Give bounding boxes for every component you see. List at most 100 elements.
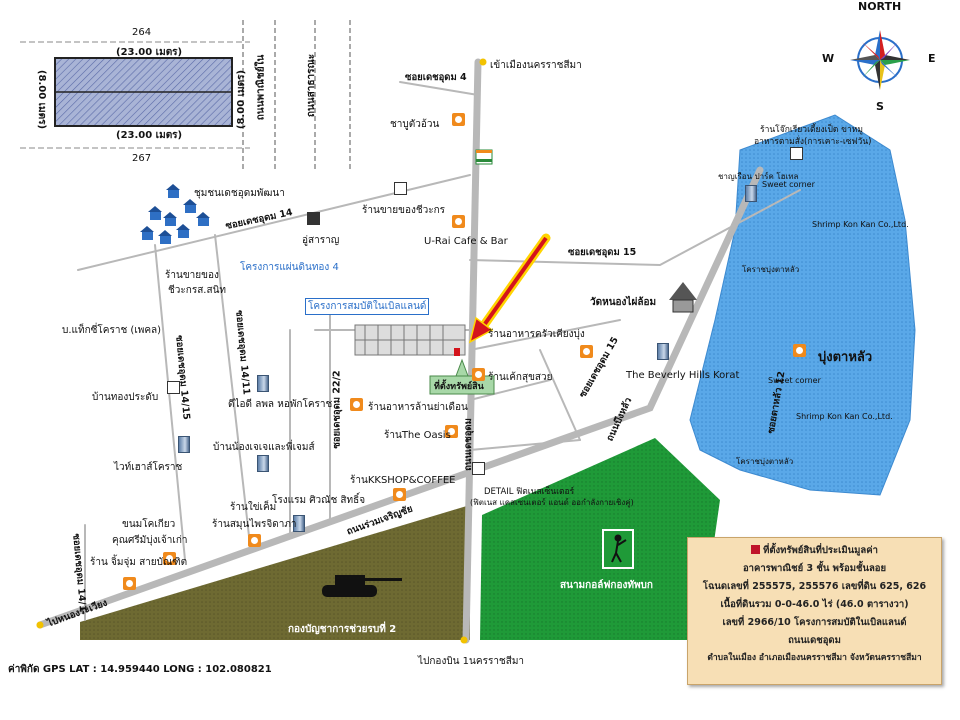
plot-lot-bottom: 267 [132, 153, 152, 164]
house-icon [183, 199, 197, 213]
building-icon [293, 515, 305, 532]
temple-icon [669, 282, 697, 313]
compass-north: NORTH [858, 0, 902, 13]
place-khanom2: คุณศรีมับุ่งเจ้าเก่า [112, 535, 188, 546]
place-bung-talua: บุ่งตาหลัว [818, 350, 873, 365]
place-chabu: ชาบูตัวอ้วน [390, 119, 440, 130]
place-sweet3: Sweet corner [768, 376, 821, 385]
place-kor-sak: บ.แท็กซี่โคราช (เพคล) [62, 325, 162, 336]
compass-west: W [822, 52, 835, 65]
garage-icon [307, 212, 320, 225]
plot-lot-top: 264 [132, 27, 152, 38]
restaurant-icon [123, 577, 136, 590]
shop-icon [394, 182, 407, 195]
restaurant-icon [350, 398, 363, 411]
subject-marker [454, 348, 460, 356]
restaurant-icon [163, 552, 176, 565]
info-line4: เนื้อที่ดินรวม 0-0-46.0 ไร่ (46.0 ตารางว… [720, 599, 909, 610]
plot-depth-right: (8.00 เมตร) [236, 69, 248, 130]
plot-width-bottom: (23.00 เมตร) [116, 130, 183, 141]
building-icon [745, 185, 757, 202]
info-line1: ที่ตั้งทรัพย์สินที่ประเมินมูลค่า [763, 545, 878, 556]
shop-icon [790, 147, 803, 160]
gps-coordinates: ค่าพิกัด GPS LAT : 14.959440 LONG : 102.… [8, 664, 272, 675]
place-sweet2: Sweet corner [762, 180, 815, 189]
place-white-house: ไวท์เฮาส์โคราช [114, 462, 183, 473]
compass-south: S [876, 100, 884, 113]
plot-diagram [20, 20, 351, 170]
house-icon [140, 226, 154, 240]
plot-road-right1: ถนนพาณิชย์ใน [255, 54, 267, 121]
place-fish2: โคราชบุ่งตาหลัว [736, 457, 794, 466]
place-urai: U-Rai Cafe & Bar [424, 236, 508, 247]
place-baan-nong: บ้านน้องเจเจและพี่เจมส์ [213, 442, 315, 453]
seven-eleven-icon [475, 149, 493, 165]
place-golf: สนามกอล์ฟกองทัพบก [560, 580, 653, 591]
place-restaurant-lanna: ร้านอาหารล้านย่าเดือน [368, 402, 468, 413]
info-line2: อาคารพาณิชย์ 3 ชั้น พร้อมชั้นลอย [742, 563, 887, 574]
place-shop-chewakorn2b: ชีวะกรส.สนิท [168, 285, 227, 296]
legend-red-square-icon [751, 545, 761, 554]
place-detail1: DETAIL ฟิตเนสเซ็นเตอร์ [484, 487, 575, 497]
place-hotel: โรงแรม ศิวณัช สิทธิ์จ [272, 495, 366, 506]
restaurant-icon [580, 345, 593, 358]
restaurant-icon [248, 534, 261, 547]
road-main-north: เข้าเมืองนครราชสีมา [490, 60, 582, 71]
info-line3: โฉนดเลขที่ 255575, 255576 เลขที่ดิน 625,… [702, 581, 927, 592]
place-oasis: ร้านThe Oasis [384, 430, 451, 441]
place-kids-shop: ร้านเค้กสุขสวย [488, 372, 553, 383]
building-icon [257, 375, 269, 392]
place-sweet1: ชาญเรือน ปาร์ค โฮเทล [718, 172, 799, 181]
restaurant-icon [445, 425, 458, 438]
place-rs-beach2: อาหารตามสั่ง(การเคาะ-เซฟวัน) [754, 137, 872, 147]
plot-depth-left: (8.00 เมตร) [36, 69, 48, 130]
shop-icon [472, 462, 485, 475]
info-line7: ตำบลในเมือง อำเภอเมืองนครราชสีมา จังหวัด… [707, 653, 922, 663]
place-beverly: The Beverly Hills Korat [626, 370, 740, 381]
info-line6: ถนนเดชอุดม [788, 635, 841, 646]
subject-label: ที่ตั้งทรัพย์สิน [434, 382, 484, 392]
subject-pointer-arrow [468, 233, 551, 344]
restaurant-icon [452, 113, 465, 126]
house-icon [163, 212, 177, 226]
plot-road-right2: ถนนสาธารณะ [306, 53, 318, 118]
place-detail2: (ฟิตเนส แคสเซนเตอร์ แอนด์ ออกำลังกายเชิง… [470, 498, 634, 507]
golf-course-area [480, 438, 720, 640]
place-khanom1: ขนมโคเกียว [122, 519, 176, 530]
army-base-area [80, 505, 470, 640]
property-info-box: ที่ตั้งทรัพย์สินที่ประเมินมูลค่า อาคารพา… [687, 537, 942, 685]
place-shrimp2: Shrimp Kon Kan Co.,Ltd. [796, 412, 893, 421]
place-wat: วัดหนองไผ่ล้อม [590, 297, 657, 308]
house-icon [158, 230, 172, 244]
place-shop-yai: ร้านใข่เค็ม [230, 502, 277, 513]
place-shrimp1: Shrimp Kon Kan Co.,Ltd. [812, 220, 909, 229]
place-dorm-dd: ดีไอดี ลพล หอพักโคราช [228, 399, 333, 410]
place-restaurant-krua: ร้านอาหารครัวเคียงบุ่ง [488, 329, 585, 340]
place-community: ชุมชนเดชอุดมพัฒนา [194, 188, 285, 199]
building-icon [178, 436, 190, 453]
restaurant-icon [472, 368, 485, 381]
place-fish1: โคราชบุ่งตาหลัว [742, 265, 800, 274]
place-herb: ร้านสมุนไพรจิดาภา [212, 519, 297, 530]
place-baan-thong: บ้านทองประดับ [92, 392, 159, 403]
place-khongkan-thong: โครงการแผ่นดินทอง 4 [240, 262, 339, 273]
place-project-main: โครงการสมบัติในเบิลแลนด์ [305, 298, 430, 315]
house-icon [176, 224, 190, 238]
road-soi4: ซอยเดชอุดม 4 [405, 72, 467, 83]
plot-width-top: (23.00 เมตร) [116, 47, 183, 58]
place-army: กองบัญชาการช่วยรบที่ 2 [288, 624, 397, 635]
restaurant-icon [452, 215, 465, 228]
project-buildings [354, 324, 466, 356]
compass-rose [850, 30, 910, 90]
tank-icon [322, 575, 402, 597]
info-line5: เลขที่ 2966/10 โครงการสมบัติในเบิลแลนด์ [722, 617, 907, 628]
compass-east: E [928, 52, 936, 65]
road-soi15: ซอยเดชอุดม 15 [568, 247, 637, 258]
restaurant-icon [793, 344, 806, 357]
building-icon [257, 455, 269, 472]
house-icon [196, 212, 210, 226]
place-jumjum: ร้าน จิ้มจุ่ม สายบัณฑิต [90, 557, 188, 568]
place-shop-chewakorn2a: ร้านขายของ [165, 270, 219, 281]
place-rs-beach: ร้านโจ๊กเรียวเตี้ยงเป็ด ขาหมู [760, 125, 863, 135]
lake-bung-talua [689, 114, 916, 496]
